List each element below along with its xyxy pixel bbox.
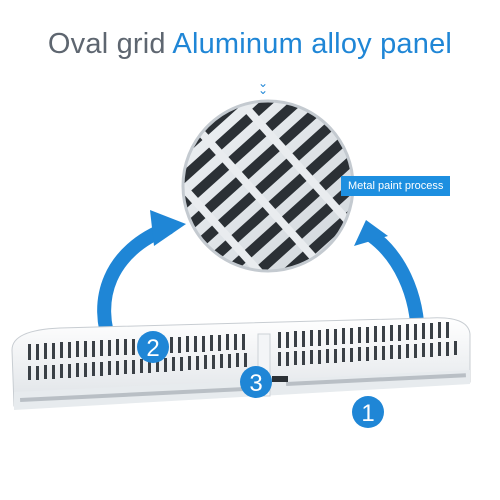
headline-part-oval-grid: Oval grid: [47, 28, 166, 60]
headline: Oval grid Aluminum alloy panel: [0, 28, 500, 61]
badge-1: 1: [352, 396, 384, 428]
badge-2: 2: [137, 331, 169, 363]
grille-slots-left: [28, 334, 247, 380]
badge-1-label: 1: [361, 400, 374, 427]
badge-3: 3: [240, 366, 272, 398]
grille-magnifier: [181, 99, 355, 273]
badge-2-label: 2: [146, 335, 159, 362]
chevron-down-icon: ⌄⌄: [258, 76, 269, 97]
grille-slots-right: [278, 322, 457, 366]
badge-3-label: 3: [249, 370, 262, 397]
metal-paint-callout: Metal paint process: [341, 176, 451, 196]
air-curtain-unit: [11, 317, 471, 410]
headline-part-aluminum-panel: Aluminum alloy panel: [172, 28, 453, 60]
